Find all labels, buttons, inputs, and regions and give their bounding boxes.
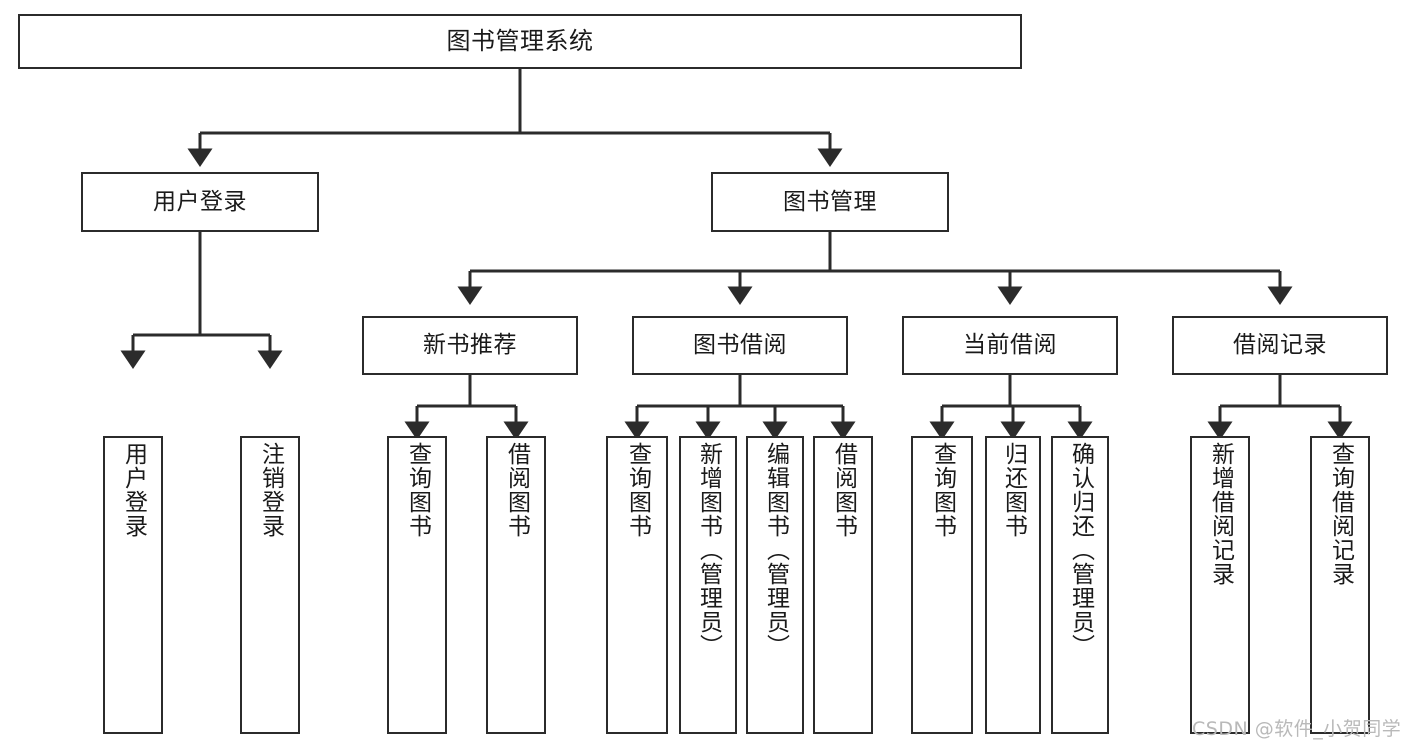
- node-leaf-query-record[interactable]: 查询借阅记录: [1310, 436, 1370, 734]
- node-label: 编辑图书（管理员）: [762, 442, 789, 658]
- node-leaf-return-book[interactable]: 归还图书: [985, 436, 1041, 734]
- node-leaf-user-login[interactable]: 用户登录: [103, 436, 163, 734]
- node-label: 当前借阅: [963, 332, 1057, 359]
- node-root[interactable]: 图书管理系统: [18, 14, 1022, 69]
- node-label: 借阅图书: [503, 442, 530, 538]
- node-leaf-query-book-2[interactable]: 查询图书: [606, 436, 668, 734]
- node-label: 借阅记录: [1233, 332, 1327, 359]
- node-label: 查询图书: [624, 442, 651, 538]
- node-new-book-rec[interactable]: 新书推荐: [362, 316, 578, 375]
- node-leaf-query-book-1[interactable]: 查询图书: [387, 436, 447, 734]
- csdn-watermark: CSDN @软件_小贺同学: [1192, 718, 1402, 740]
- node-label: 查询借阅记录: [1327, 442, 1354, 586]
- node-label: 确认归还（管理员）: [1067, 442, 1094, 658]
- node-leaf-add-book[interactable]: 新增图书（管理员）: [679, 436, 737, 734]
- node-label: 查询图书: [404, 442, 431, 538]
- node-leaf-borrow-book-1[interactable]: 借阅图书: [486, 436, 546, 734]
- node-label: 用户登录: [153, 188, 247, 215]
- node-leaf-edit-book[interactable]: 编辑图书（管理员）: [746, 436, 804, 734]
- node-current-borrow[interactable]: 当前借阅: [902, 316, 1118, 375]
- node-leaf-add-record[interactable]: 新增借阅记录: [1190, 436, 1250, 734]
- node-book-manage[interactable]: 图书管理: [711, 172, 949, 232]
- node-label: 用户登录: [120, 442, 147, 538]
- node-label: 新增图书（管理员）: [695, 442, 722, 658]
- node-label: 新书推荐: [423, 332, 517, 359]
- node-label: 图书管理系统: [446, 26, 594, 55]
- node-label: 注销登录: [257, 442, 284, 538]
- node-label: 查询图书: [929, 442, 956, 538]
- node-label: 借阅图书: [830, 442, 857, 538]
- node-label: 新增借阅记录: [1207, 442, 1234, 586]
- node-user-login[interactable]: 用户登录: [81, 172, 319, 232]
- node-leaf-query-book-3[interactable]: 查询图书: [911, 436, 973, 734]
- node-borrow-record[interactable]: 借阅记录: [1172, 316, 1388, 375]
- node-leaf-confirm-return[interactable]: 确认归还（管理员）: [1051, 436, 1109, 734]
- node-book-borrow[interactable]: 图书借阅: [632, 316, 848, 375]
- node-label: 图书借阅: [693, 332, 787, 359]
- node-leaf-borrow-book-2[interactable]: 借阅图书: [813, 436, 873, 734]
- node-label: 归还图书: [1000, 442, 1027, 538]
- node-label: 图书管理: [783, 188, 877, 215]
- node-leaf-logout[interactable]: 注销登录: [240, 436, 300, 734]
